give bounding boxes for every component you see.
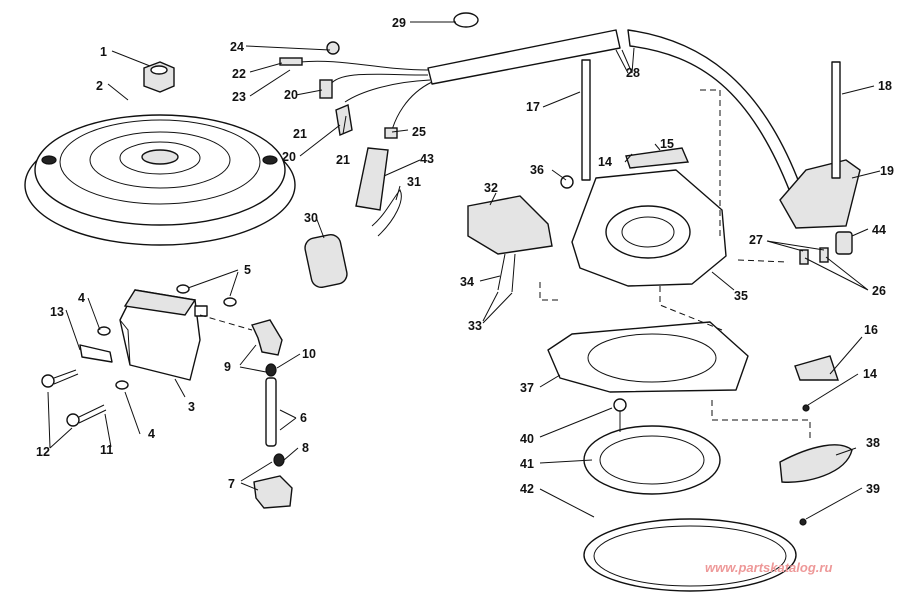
armature-plate <box>571 169 727 287</box>
throttle-cam-38 <box>779 444 853 483</box>
coil-screw-lower <box>66 404 107 427</box>
callout-39: 39 <box>866 482 880 496</box>
callout-17: 17 <box>526 100 540 114</box>
leads-33 <box>497 253 516 293</box>
callout-4b: 4 <box>148 427 155 441</box>
callout-34: 34 <box>460 275 474 289</box>
callout-2: 2 <box>96 79 103 93</box>
callout-41: 41 <box>520 457 534 471</box>
callout-15: 15 <box>660 137 674 151</box>
callout-19: 19 <box>880 164 894 178</box>
callout-40: 40 <box>520 432 534 446</box>
callout-28: 28 <box>626 66 640 80</box>
callout-36: 36 <box>530 163 544 177</box>
clamp-29 <box>453 12 479 28</box>
callout-37: 37 <box>520 381 534 395</box>
screw-40 <box>613 398 627 432</box>
callout-10: 10 <box>302 347 316 361</box>
high-tension-lead <box>265 377 277 447</box>
callout-38: 38 <box>866 436 880 450</box>
callout-23: 23 <box>232 90 246 104</box>
retainer-44 <box>835 231 853 255</box>
support-plate <box>547 321 749 393</box>
callout-14b: 14 <box>863 367 877 381</box>
callout-21b: 21 <box>336 153 350 167</box>
flywheel-nut <box>143 61 175 93</box>
coil-washer-5a <box>176 284 190 294</box>
screw-18 <box>831 61 841 179</box>
spark-plug-boot-upper <box>251 319 283 356</box>
callout-11: 11 <box>100 443 113 457</box>
callout-16: 16 <box>864 323 878 337</box>
callout-26: 26 <box>872 284 886 298</box>
callout-7: 7 <box>228 477 235 491</box>
leader-lines <box>47 21 881 520</box>
terminal-25 <box>384 127 398 139</box>
callout-13: 13 <box>50 305 64 319</box>
callout-42: 42 <box>520 482 534 496</box>
callout-20b: 20 <box>282 150 296 164</box>
callout-30: 30 <box>304 211 318 225</box>
callout-21a: 21 <box>293 127 307 141</box>
boot-spring-10 <box>265 363 277 377</box>
spark-plug-boot-lower <box>253 475 293 509</box>
callout-31: 31 <box>407 175 421 189</box>
callout-43: 43 <box>420 152 434 166</box>
callout-8: 8 <box>302 441 309 455</box>
spring-ring-42 <box>583 518 797 592</box>
callout-44: 44 <box>872 223 886 237</box>
clip-15 <box>625 147 690 169</box>
callout-35: 35 <box>734 289 748 303</box>
coil-washer-4a <box>97 326 111 336</box>
callout-6: 6 <box>300 411 307 425</box>
charge-coil <box>467 195 553 255</box>
screw-14b <box>802 404 810 412</box>
callout-4a: 4 <box>78 291 85 305</box>
callout-33: 33 <box>468 319 482 333</box>
callout-labels: 1 2 3 4 4 5 6 7 8 9 10 11 12 13 14 14 15… <box>36 16 894 496</box>
callout-18: 18 <box>878 79 892 93</box>
retainer-ring-41 <box>583 425 721 495</box>
ground-clip <box>79 344 113 363</box>
callout-24: 24 <box>230 40 244 54</box>
flywheel <box>24 114 296 246</box>
sleeve-30 <box>304 233 348 289</box>
callout-22: 22 <box>232 67 246 81</box>
screw-17 <box>581 59 591 181</box>
sleeve-43 <box>355 147 389 211</box>
callout-9: 9 <box>224 360 231 374</box>
callout-20a: 20 <box>284 88 298 102</box>
terminals-27 <box>799 247 829 265</box>
callout-25: 25 <box>412 125 426 139</box>
screw-39 <box>799 518 807 526</box>
callout-3: 3 <box>188 400 195 414</box>
ignition-coil <box>119 289 208 381</box>
terminal-20a <box>319 79 333 99</box>
coil-washer-5b <box>223 297 237 307</box>
callout-14a: 14 <box>598 155 612 169</box>
terminal-24 <box>326 41 340 55</box>
watermark-text: www.partskatalog.ru <box>705 560 832 575</box>
terminal-20b <box>335 104 353 136</box>
coil-screw-upper <box>41 369 79 388</box>
coil-washer-4b <box>115 380 129 390</box>
assembly-guides <box>199 89 811 442</box>
terminal-22 <box>279 57 303 66</box>
callout-27: 27 <box>749 233 763 247</box>
callout-5: 5 <box>244 263 251 277</box>
callout-12: 12 <box>36 445 50 459</box>
jumper-31 <box>371 189 402 237</box>
callout-1: 1 <box>100 45 107 59</box>
boot-spring-8 <box>273 453 285 467</box>
plate-bracket-16 <box>794 355 839 381</box>
callout-32: 32 <box>484 181 498 195</box>
callout-29: 29 <box>392 16 406 30</box>
